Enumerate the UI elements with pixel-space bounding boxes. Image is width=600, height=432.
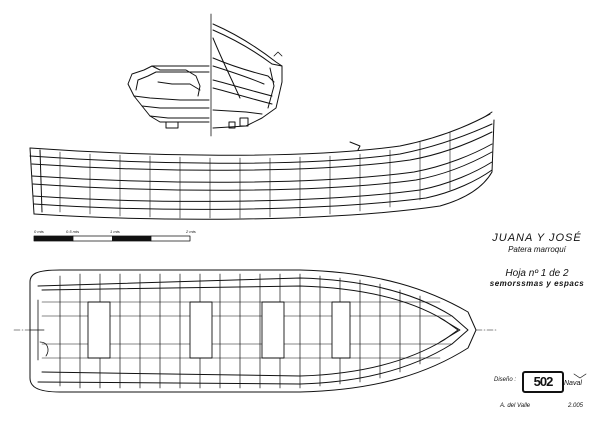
scale-bar: 0 mts 0.5 mts 1 mts 2 mts xyxy=(33,229,196,242)
sheet-number: Hoja nº 1 de 2 xyxy=(505,268,569,279)
boat-name: JUANA Y JOSÉ xyxy=(492,232,582,244)
plan-view xyxy=(13,269,497,393)
profile-view xyxy=(29,111,495,220)
scale-label-1: 0.5 mts xyxy=(66,229,79,234)
boat-type: Patera marroquí xyxy=(508,245,566,254)
logo-word: Naval xyxy=(564,380,582,387)
title-block: JUANA Y JOSÉ Patera marroquí Hoja nº 1 d… xyxy=(478,232,596,288)
body-plan-view xyxy=(127,13,283,137)
scale-label-2: 1 mts xyxy=(110,229,120,234)
sheet-content: semorssmas y espacs xyxy=(489,279,585,288)
signature-flourish xyxy=(573,373,587,379)
drawing-year: 2.005 xyxy=(568,403,584,409)
scale-label-4: 2 mts xyxy=(185,229,196,234)
author-name: A. del Valle xyxy=(500,403,531,409)
scale-label-0: 0 mts xyxy=(34,229,44,234)
design-logo: 502 xyxy=(522,371,564,393)
design-label: Diseño : xyxy=(494,377,517,383)
